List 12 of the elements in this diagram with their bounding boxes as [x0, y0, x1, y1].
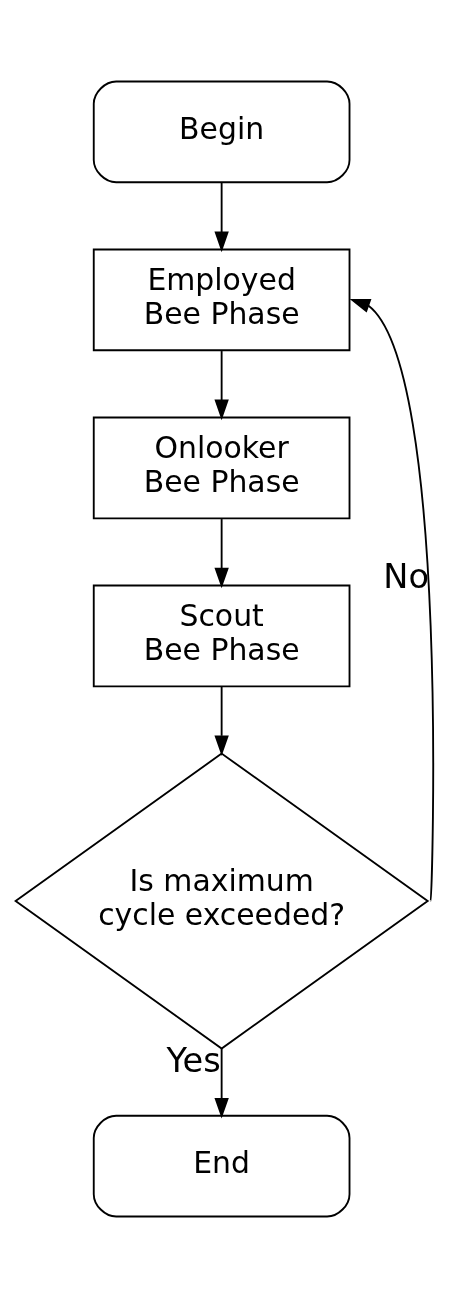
arrow — [214, 350, 229, 421]
arrow — [214, 1047, 229, 1119]
arrow — [214, 518, 229, 589]
edge-label: No — [383, 557, 429, 597]
node-box: Employed Bee Phase — [92, 248, 351, 352]
arrow — [214, 685, 229, 756]
arrow — [214, 182, 229, 253]
node-box: Begin — [92, 80, 351, 184]
node-box: Scout Bee Phase — [92, 584, 351, 688]
node-box: Onlooker Bee Phase — [92, 416, 351, 520]
arrow — [349, 298, 435, 902]
node-box: End — [92, 1114, 351, 1218]
